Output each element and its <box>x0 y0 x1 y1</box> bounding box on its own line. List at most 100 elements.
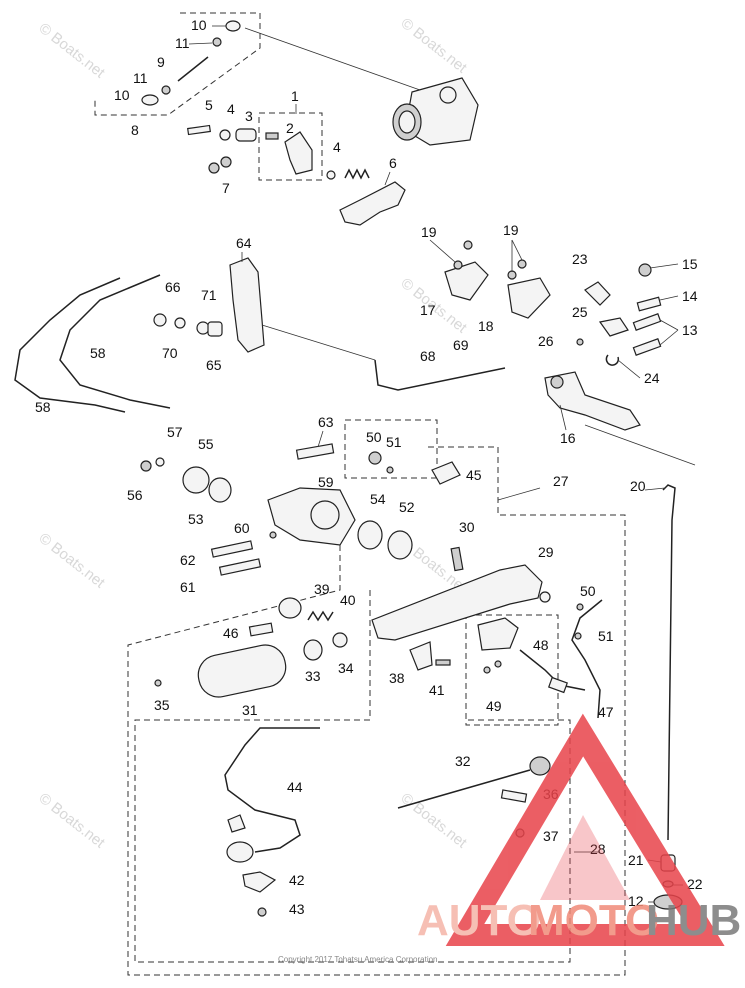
callout-48: 48 <box>533 637 549 653</box>
shift-lever-group <box>153 257 376 361</box>
grip-31 <box>197 644 287 698</box>
callout-49: 49 <box>486 698 502 714</box>
screw-49-b <box>494 660 502 668</box>
bolt-5 <box>187 124 211 136</box>
nut-56 <box>140 460 152 472</box>
callout-7: 7 <box>222 180 230 196</box>
carb-boss <box>439 86 457 104</box>
site-watermark: © Boats.net <box>36 20 109 82</box>
site-watermark: © Boats.net <box>398 790 471 852</box>
callout-1: 1 <box>291 88 299 104</box>
callout-46: 46 <box>223 625 239 641</box>
callout-24: 24 <box>644 370 660 386</box>
spring-40 <box>307 610 334 622</box>
brand-triangle <box>445 713 725 946</box>
leader <box>429 239 456 263</box>
screw-51-right <box>574 632 582 640</box>
site-watermark: © Boats.net <box>36 790 109 852</box>
leader <box>511 239 523 261</box>
carburetor <box>392 77 479 146</box>
clip-50-top <box>368 451 382 465</box>
callout-9: 9 <box>157 54 165 70</box>
callout-26: 26 <box>538 333 554 349</box>
brand-text-moto: MOTO <box>528 896 659 945</box>
clip-50-right <box>576 603 584 611</box>
bolt-7-b <box>220 156 232 168</box>
leader <box>659 329 679 346</box>
bracket-18 <box>507 277 551 319</box>
bolt-7-a <box>208 162 220 174</box>
plate-14 <box>636 296 662 312</box>
cable-44-group <box>224 727 320 917</box>
callout-50: 50 <box>366 429 382 445</box>
cable-44 <box>224 727 320 853</box>
switch-48 <box>477 617 519 651</box>
shaft-32-head <box>529 756 551 776</box>
nut-11-upper <box>212 37 222 47</box>
cable-44-end <box>226 841 254 863</box>
ball-joint-10-upper <box>225 20 241 32</box>
cable-58-outer <box>14 277 126 413</box>
brand-watermark: AUTO MOTO HUB <box>417 713 741 946</box>
spring <box>344 168 370 180</box>
bolt-19-a <box>453 260 463 270</box>
callout-6: 6 <box>389 155 397 171</box>
leader <box>584 424 696 466</box>
handle-bracket-group <box>140 443 461 576</box>
callout-60: 60 <box>234 520 250 536</box>
bracket-38 <box>409 641 433 671</box>
callout-25: 25 <box>572 304 588 320</box>
group-50-51-outline <box>344 419 438 479</box>
leader <box>617 359 641 379</box>
callout-65: 65 <box>206 357 222 373</box>
screw-51-top <box>386 466 394 474</box>
bolt-15 <box>638 263 652 277</box>
nut-60 <box>269 531 277 539</box>
leader <box>188 42 213 45</box>
callout-71: 71 <box>201 287 217 303</box>
callout-3: 3 <box>245 108 253 124</box>
callout-37: 37 <box>543 828 559 844</box>
callout-19: 19 <box>421 224 437 240</box>
callout-38: 38 <box>389 670 405 686</box>
leader <box>244 27 421 91</box>
group-27-outline <box>127 446 626 976</box>
callout-27: 27 <box>553 473 569 489</box>
callout-10: 10 <box>191 17 207 33</box>
screw-2 <box>265 132 279 140</box>
callout-58: 58 <box>90 345 106 361</box>
callout-62: 62 <box>180 552 196 568</box>
link-rod-group <box>374 359 696 466</box>
callout-4: 4 <box>227 101 235 117</box>
callout-50: 50 <box>580 583 596 599</box>
bolt-41 <box>435 659 451 666</box>
callout-55: 55 <box>198 436 214 452</box>
callout-16: 16 <box>560 430 576 446</box>
group-8-outline <box>94 12 261 116</box>
plate-45 <box>431 461 461 485</box>
collar-65 <box>207 321 223 337</box>
rod-20 <box>662 484 676 841</box>
callout-31: 31 <box>242 702 258 718</box>
spring-23 <box>584 281 611 306</box>
group-31-outline <box>134 590 571 963</box>
callout-43: 43 <box>289 901 305 917</box>
screw-35 <box>154 679 162 687</box>
washer-57 <box>155 457 165 467</box>
bolt-62 <box>210 540 254 558</box>
washer-71 <box>196 321 210 335</box>
brand-text-auto: AUTO <box>417 896 541 945</box>
part-33 <box>303 639 323 661</box>
callout-63: 63 <box>318 414 334 430</box>
decal-46 <box>248 622 274 637</box>
plate-13-a <box>632 313 662 331</box>
callout-68: 68 <box>420 348 436 364</box>
wire-47 <box>571 599 603 719</box>
callout-21: 21 <box>628 852 644 868</box>
throttle-lever-assembly <box>187 124 406 226</box>
callout-41: 41 <box>429 682 445 698</box>
callout-20: 20 <box>630 478 646 494</box>
callout-47: 47 <box>598 704 614 720</box>
brackets-17-18-19 <box>444 240 551 319</box>
rod-68 <box>374 359 506 391</box>
